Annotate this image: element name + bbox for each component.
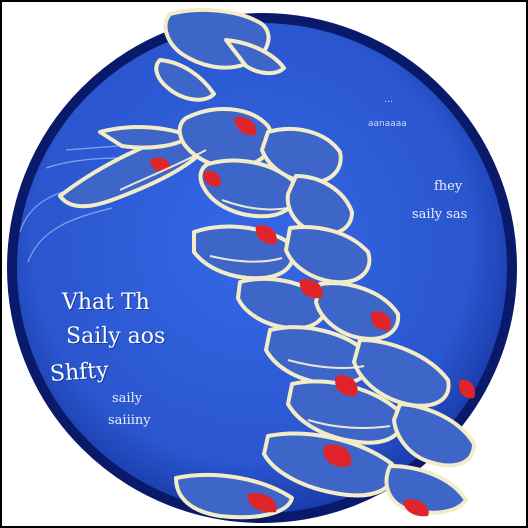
handwritten-label: saily sas bbox=[412, 207, 468, 222]
handwritten-label: fhey bbox=[434, 179, 463, 194]
handwritten-label: Saily aos bbox=[66, 324, 166, 349]
island-shape bbox=[58, 7, 476, 520]
red-accents bbox=[150, 116, 476, 517]
handwritten-label: saily bbox=[112, 391, 143, 406]
handwritten-label: Shfty bbox=[49, 357, 110, 388]
highlight-strokes bbox=[119, 149, 391, 429]
handwritten-label: saiiiny bbox=[108, 413, 151, 428]
handwritten-label: … bbox=[384, 95, 393, 105]
handwritten-label: Vhat Th bbox=[62, 290, 150, 315]
handwritten-label: aanaaaa bbox=[368, 119, 407, 129]
